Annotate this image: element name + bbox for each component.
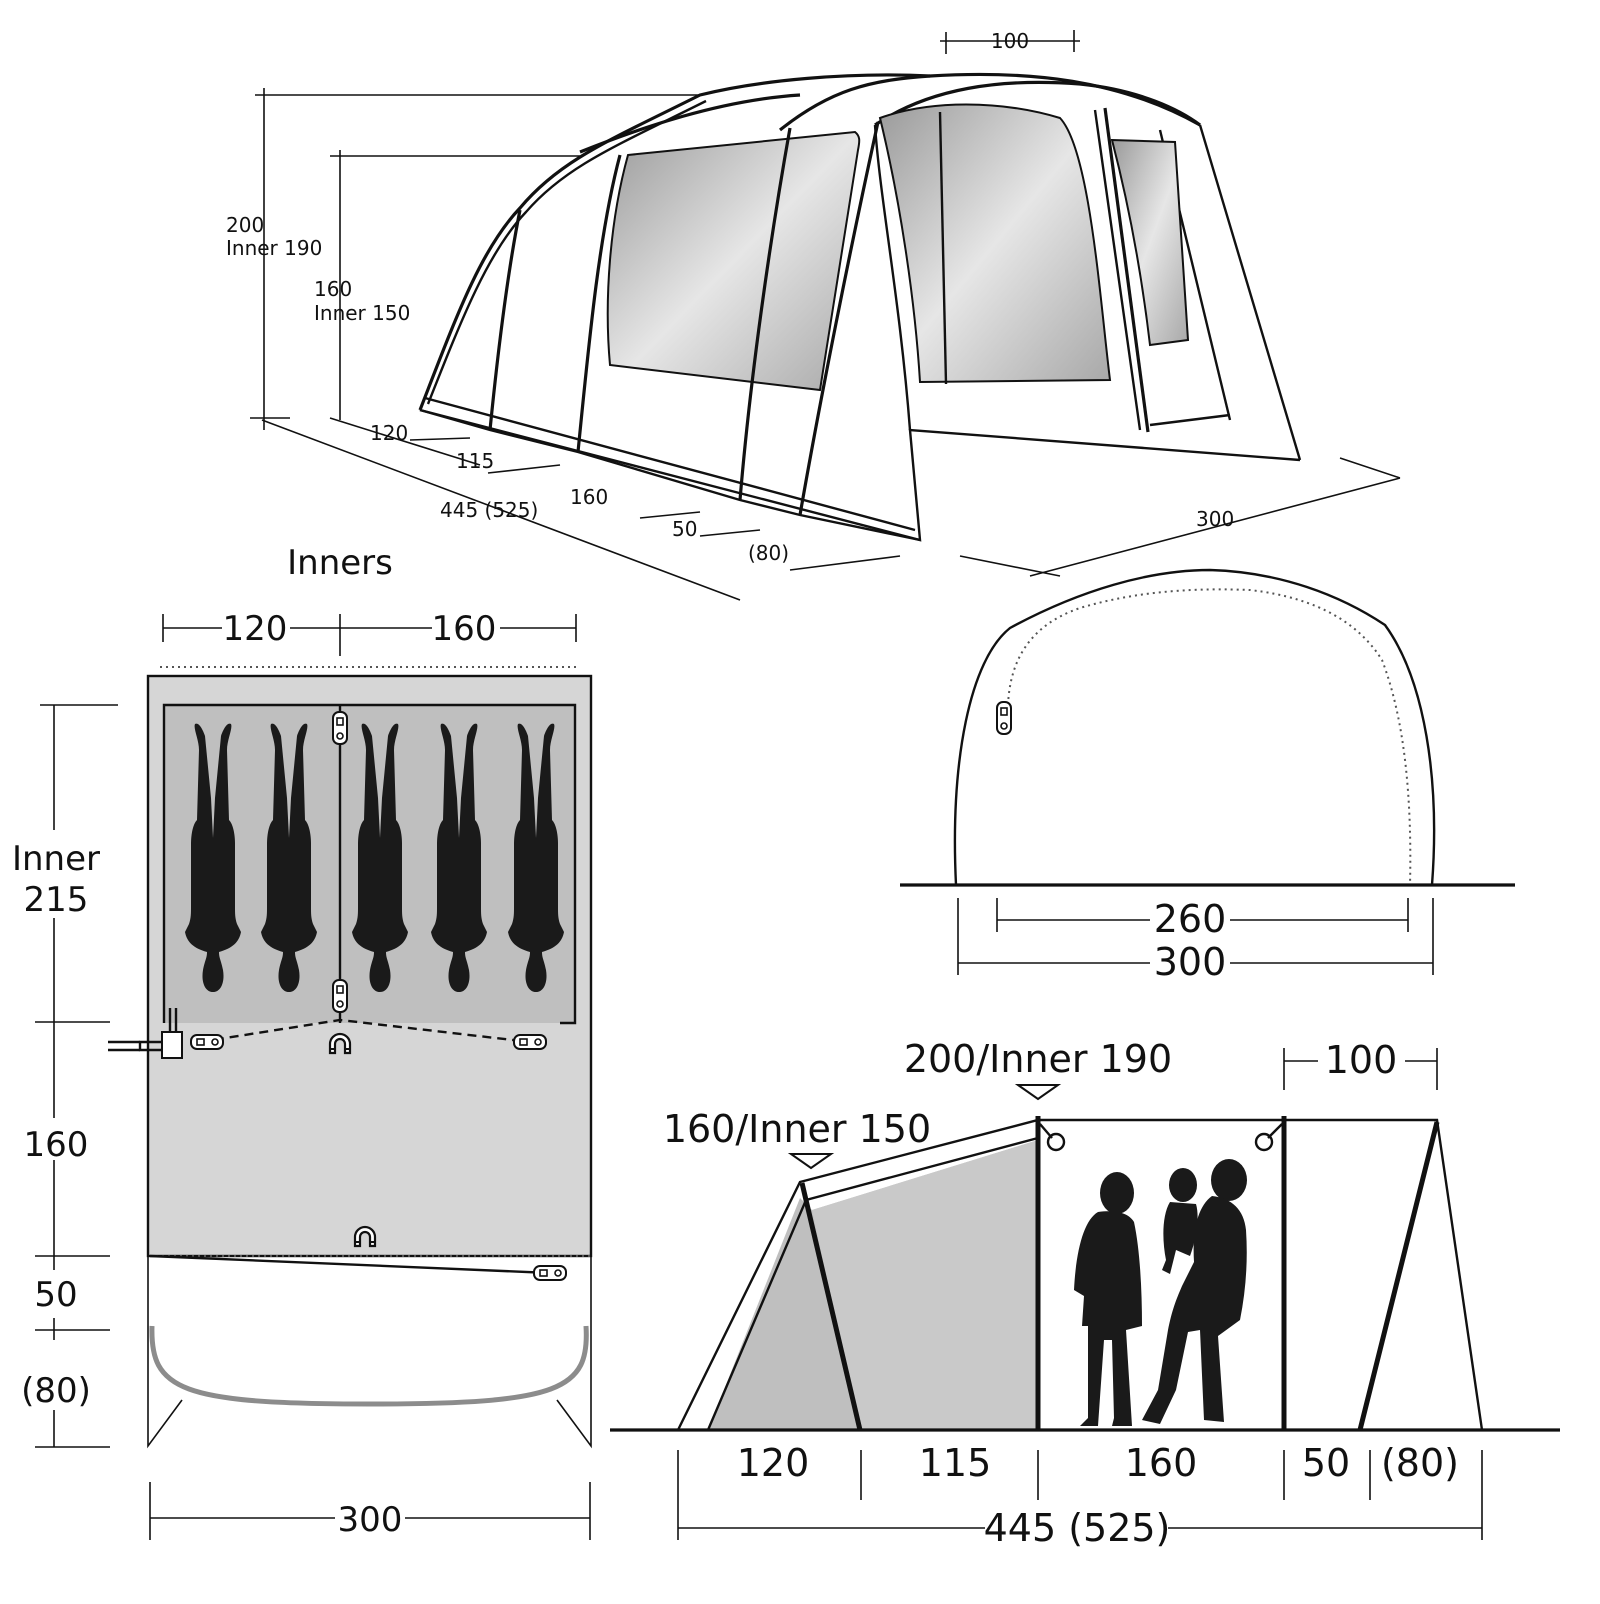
power-plug-icon bbox=[108, 1008, 183, 1059]
perspective-seg-160-label: 160 bbox=[570, 485, 608, 509]
side-view-seg-120-label: 120 bbox=[737, 1441, 810, 1485]
floorplan-title: Inners bbox=[287, 543, 393, 583]
perspective-low-outer-label: 160 bbox=[314, 277, 352, 301]
adult-with-child-silhouette bbox=[1142, 1159, 1247, 1424]
front-view-inner-width-label: 260 bbox=[1154, 897, 1227, 941]
perspective-seg-115-label: 115 bbox=[456, 449, 494, 473]
perspective-top-width-label: 100 bbox=[991, 29, 1029, 53]
side-view bbox=[610, 1048, 1560, 1540]
floorplan-porch-depth-label: 50 bbox=[34, 1275, 77, 1315]
floorplan-inner-depth-value: 215 bbox=[24, 880, 89, 920]
side-view-low-height-label: 160/Inner 150 bbox=[663, 1107, 931, 1151]
perspective-low-inner-label: Inner 150 bbox=[314, 301, 410, 325]
side-view-high-height-label: 200/Inner 190 bbox=[904, 1037, 1172, 1081]
perspective-rear-window bbox=[1110, 138, 1190, 347]
perspective-dimension-lines bbox=[250, 30, 1401, 601]
perspective-width-label: 300 bbox=[1196, 507, 1234, 531]
floorplan-living-depth-label: 160 bbox=[24, 1125, 89, 1165]
side-view-length-total-label: 445 (525) bbox=[984, 1506, 1171, 1550]
perspective-tent-body bbox=[418, 72, 1302, 542]
perspective-height-inner-label: Inner 190 bbox=[226, 236, 322, 260]
side-view-seg-50-label: 50 bbox=[1302, 1441, 1350, 1485]
perspective-view bbox=[250, 30, 1401, 601]
perspective-height-outer-label: 200 bbox=[226, 213, 264, 237]
front-view bbox=[900, 568, 1515, 975]
floorplan bbox=[35, 614, 593, 1540]
side-view-seg-80-label: (80) bbox=[1381, 1441, 1459, 1485]
perspective-door-window bbox=[878, 103, 1112, 384]
perspective-side-window bbox=[606, 130, 861, 392]
front-view-outer-width-label: 300 bbox=[1154, 940, 1227, 984]
floorplan-canopy-arc bbox=[149, 1325, 589, 1407]
side-view-seg-160-label: 160 bbox=[1125, 1441, 1198, 1485]
floorplan-bottom-width-label: 300 bbox=[338, 1500, 403, 1540]
floorplan-inner-depth-label: Inner bbox=[12, 839, 100, 879]
side-view-canopy-top-label: 100 bbox=[1325, 1038, 1398, 1082]
adult-silhouette bbox=[1074, 1172, 1142, 1426]
side-view-seg-115-label: 115 bbox=[919, 1441, 992, 1485]
front-view-outline bbox=[953, 568, 1436, 886]
perspective-seg-50-label: 50 bbox=[672, 517, 697, 541]
perspective-length-total-label: 445 (525) bbox=[440, 498, 538, 522]
side-view-people bbox=[1074, 1159, 1247, 1426]
floorplan-top-right-width-label: 160 bbox=[432, 609, 497, 649]
perspective-seg-80-label: (80) bbox=[748, 541, 789, 565]
perspective-seg-120-label: 120 bbox=[370, 421, 408, 445]
floorplan-top-left-width-label: 120 bbox=[223, 609, 288, 649]
floorplan-canopy-depth-label: (80) bbox=[21, 1371, 91, 1411]
